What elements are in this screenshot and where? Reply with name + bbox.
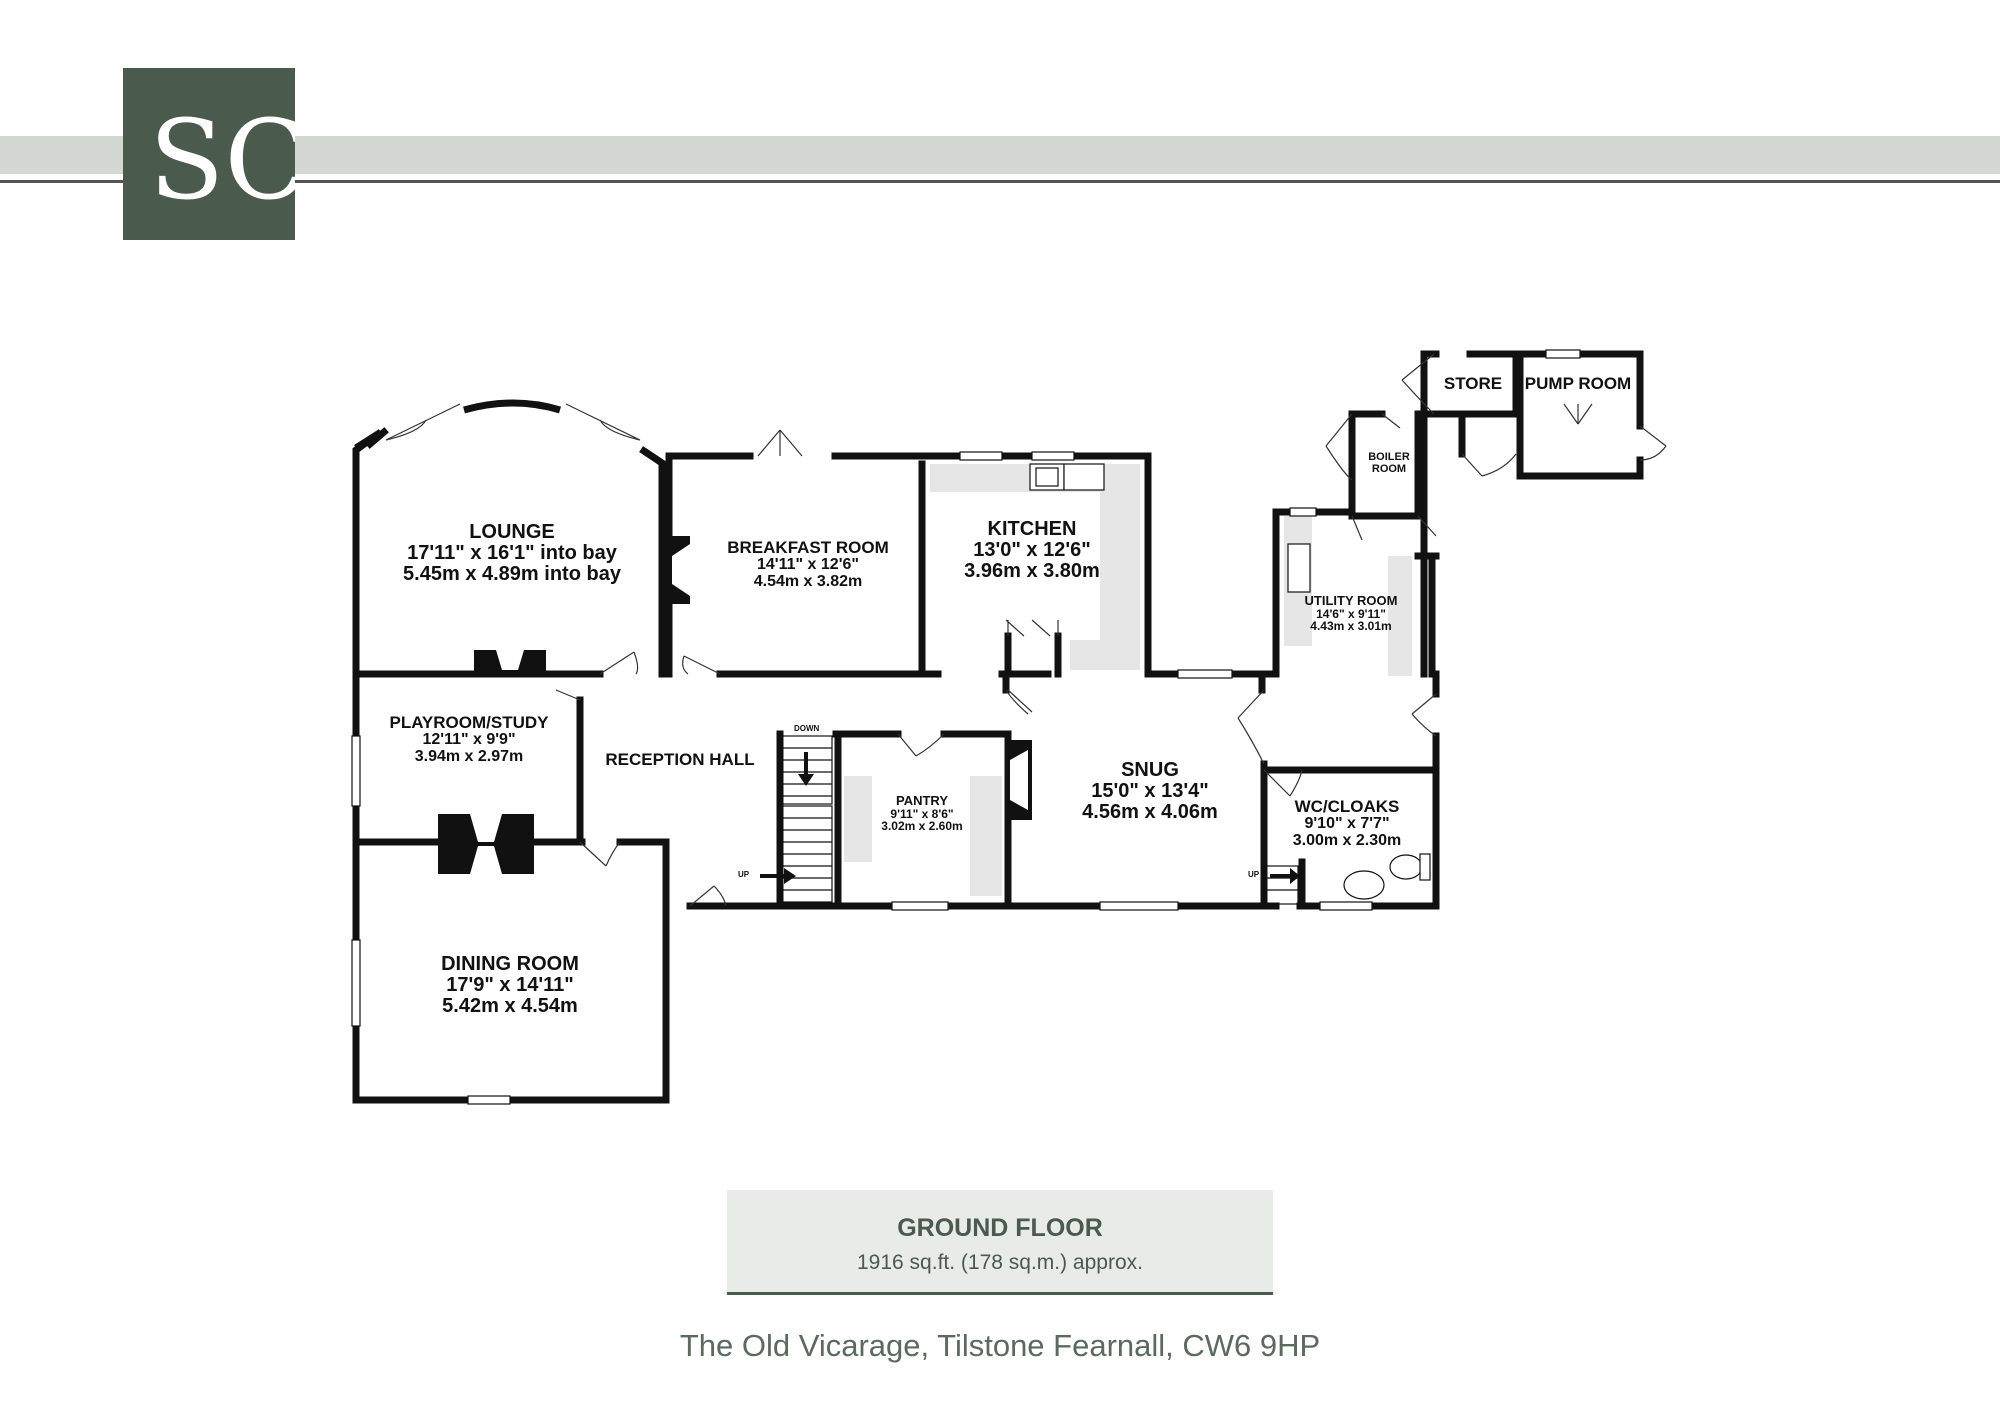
window-dining-front (467, 1095, 511, 1105)
stairs-down-label: DOWN (794, 724, 820, 733)
snug-name: SNUG (1121, 759, 1179, 781)
floor-title: GROUND FLOOR (897, 1214, 1103, 1242)
playroom-imperial: 12'11" x 9'9" (422, 730, 516, 748)
snug-metric: 4.56m x 4.06m (1082, 801, 1218, 823)
wc-cloaks-metric: 3.00m x 2.30m (1292, 831, 1402, 849)
floor-area: 1916 sq.ft. (178 sq.m.) approx. (857, 1251, 1143, 1274)
wc-basin (1343, 870, 1385, 900)
wc-cloaks-name: WC/CLOAKS (1294, 797, 1400, 816)
room-label-breakfast: BREAKFAST ROOM 14'11" x 12'6" 4.54m x 3.… (727, 539, 889, 590)
wc-toilet (1389, 854, 1423, 880)
kitchen-name: KITCHEN (987, 518, 1077, 540)
sinks (1029, 463, 1431, 900)
utility-room-name: UTILITY ROOM (1304, 593, 1398, 608)
window-wc (1319, 901, 1373, 911)
stairs-snug-up-label: UP (1248, 870, 1260, 879)
store-name: STORE (1443, 374, 1503, 393)
room-label-reception: RECEPTION HALL (605, 751, 754, 769)
stairs-down (781, 735, 833, 805)
window-snug-back (1177, 669, 1233, 679)
room-label-snug: SNUG 15'0" x 13'4" 4.56m x 4.06m (1082, 760, 1218, 823)
kitchen-imperial: 13'0" x 12'6" (973, 539, 1091, 561)
playroom-metric: 3.94m x 2.97m (414, 747, 524, 765)
stair-arrows (760, 752, 1300, 884)
door-swings (385, 353, 1667, 907)
window-pump-room (1545, 349, 1581, 359)
brand-logo: SC (123, 68, 295, 240)
pump-room-name: PUMP ROOM (1524, 374, 1632, 393)
utility-room-imperial: 14'6" x 9'11" (1316, 606, 1386, 621)
dining-room-imperial: 17'9" x 14'11" (446, 974, 574, 996)
kitchen-metric: 3.96m x 3.80m (964, 560, 1100, 582)
room-label-pantry: PANTRY 9'11" x 8'6" 3.02m x 2.60m (881, 794, 962, 833)
room-label-utility: UTILITY ROOM 14'6" x 9'11" 4.43m x 3.01m (1305, 594, 1398, 633)
breakfast-room-metric: 4.54m x 3.82m (753, 572, 863, 590)
pantry-shelf-left (844, 776, 872, 862)
room-label-lounge: LOUNGE 17'11" x 16'1" into bay 5.45m x 4… (403, 522, 621, 585)
playroom-name: PLAYROOM/STUDY (389, 713, 549, 732)
dining-room-name: DINING ROOM (441, 953, 579, 975)
window-snug-front (1099, 901, 1179, 911)
lounge-imperial: 17'11" x 16'1" into bay (407, 542, 617, 564)
reception-hall-name: RECEPTION HALL (605, 750, 755, 769)
room-label-dining: DINING ROOM 17'9" x 14'11" 5.42m x 4.54m (441, 954, 579, 1017)
utility-room-metric: 4.43m x 3.01m (1310, 619, 1392, 634)
header-rule (0, 180, 2000, 183)
pantry-shelf-right (970, 776, 1002, 896)
pantry-imperial: 9'11" x 8'6" (890, 806, 954, 821)
room-label-store: STORE (1444, 375, 1502, 393)
floor-caption: GROUND FLOOR 1916 sq.ft. (178 sq.m.) app… (727, 1190, 1273, 1295)
fireplaces (438, 536, 1032, 874)
pantry-metric: 3.02m x 2.60m (881, 819, 963, 834)
lounge-metric: 5.45m x 4.89m into bay (403, 563, 621, 585)
breakfast-room-name: BREAKFAST ROOM (727, 538, 889, 557)
header-band (0, 136, 2000, 174)
kitchen-worktop (1100, 470, 1140, 670)
utility-sink (1287, 543, 1311, 593)
stairs-up-label: UP (738, 870, 750, 879)
room-label-pump: PUMP ROOM (1525, 375, 1631, 393)
room-label-boiler: BOILER ROOM (1359, 451, 1419, 475)
window-dining-side (351, 939, 361, 1027)
kitchen-worktop-corner (1070, 640, 1140, 670)
wc-cloaks-imperial: 9'10" x 7'7" (1304, 814, 1390, 832)
window-pantry (891, 901, 949, 911)
window-kitchen-2 (1031, 451, 1075, 461)
windows (351, 349, 1581, 1105)
lounge-name: LOUNGE (469, 521, 555, 543)
room-label-wc: WC/CLOAKS 9'10" x 7'7" 3.00m x 2.30m (1293, 798, 1402, 849)
property-address: The Old Vicarage, Tilstone Fearnall, CW6… (679, 1328, 1321, 1363)
window-utility (1289, 507, 1317, 517)
dining-room-metric: 5.42m x 4.54m (442, 995, 578, 1017)
staircases (781, 735, 1299, 905)
kitchen-drainer (1063, 463, 1105, 491)
room-label-playroom: PLAYROOM/STUDY 12'11" x 9'9" 3.94m x 2.9… (389, 714, 548, 765)
stairs-snug-up (1263, 865, 1299, 905)
window-playroom (351, 735, 361, 807)
snug-imperial: 15'0" x 13'4" (1091, 780, 1209, 802)
utility-worktop-right (1388, 556, 1412, 676)
boiler-room-name: BOILER ROOM (1368, 451, 1410, 475)
pantry-name: PANTRY (896, 793, 948, 808)
breakfast-room-imperial: 14'11" x 12'6" (757, 555, 859, 573)
room-label-kitchen: KITCHEN 13'0" x 12'6" 3.96m x 3.80m (964, 519, 1100, 582)
logo-letter-s: SC (149, 96, 295, 224)
wall-details (354, 399, 664, 466)
window-kitchen-1 (959, 451, 1003, 461)
